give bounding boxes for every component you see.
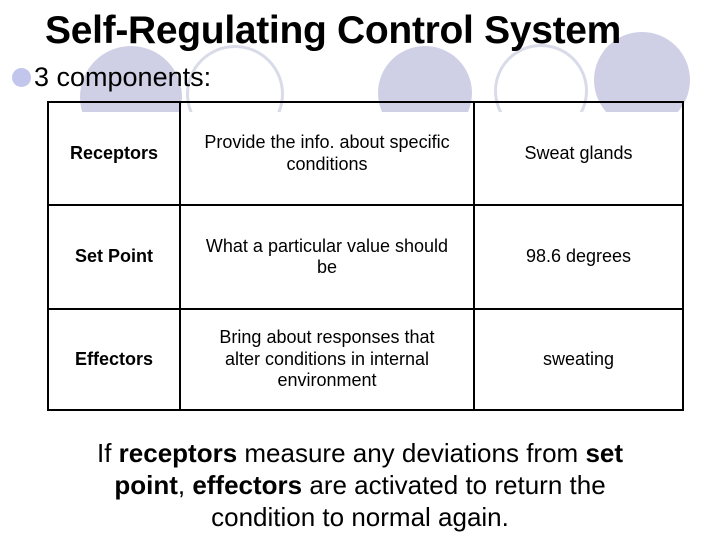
component-description-text: Bring about responses that alter conditi…: [219, 327, 435, 391]
component-name-cell: Effectors: [47, 308, 181, 411]
component-description-text: What a particular value should be: [205, 235, 449, 278]
component-description-cell: Provide the info. about specific conditi…: [179, 101, 475, 206]
bullet-icon: [12, 68, 31, 87]
component-description-cell: What a particular value should be: [179, 204, 475, 310]
summary-line-2: point, effectors are activated to return…: [114, 470, 606, 500]
component-name-cell: Set Point: [47, 204, 181, 310]
decor-filled-circle-3: [594, 32, 690, 112]
summary-paragraph: If receptors measure any deviations from…: [0, 437, 720, 533]
component-name-cell: Receptors: [47, 101, 181, 206]
table-row-receptors: Receptors Provide the info. about specif…: [47, 101, 684, 206]
bullet-row: 3 components:: [12, 62, 211, 93]
bullet-text: 3 components:: [34, 62, 212, 92]
decorative-circle-band: [0, 0, 720, 112]
component-example-cell: 98.6 degrees: [473, 204, 684, 310]
components-table: Receptors Provide the info. about specif…: [47, 101, 684, 411]
component-description-cell: Bring about responses that alter conditi…: [179, 308, 475, 411]
table-row-effectors: Effectors Bring about responses that alt…: [47, 308, 684, 411]
decor-filled-circle-2: [378, 46, 472, 112]
slide-title: Self-Regulating Control System: [45, 9, 622, 52]
table-row-set-point: Set Point What a particular value should…: [47, 204, 684, 310]
summary-line-1: If receptors measure any deviations from…: [96, 438, 624, 468]
component-description-text: Provide the info. about specific conditi…: [204, 132, 450, 174]
summary-line-3: condition to normal again.: [211, 502, 509, 532]
component-example-cell: Sweat glands: [473, 101, 684, 206]
component-example-cell: sweating: [473, 308, 684, 411]
